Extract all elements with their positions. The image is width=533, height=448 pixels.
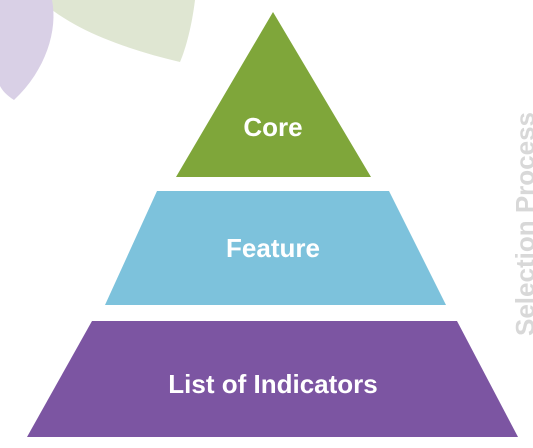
decorative-green-leaf [40, 0, 195, 62]
tier-indicators [27, 321, 518, 437]
tier-feature [105, 191, 446, 305]
decorative-lavender-leaf [0, 0, 54, 100]
tier-feature-label: Feature [226, 233, 320, 263]
selection-process-label: Selection Process [510, 112, 533, 336]
tier-core [176, 12, 371, 177]
tier-indicators-label: List of Indicators [168, 369, 377, 399]
tier-core-label: Core [243, 112, 302, 142]
